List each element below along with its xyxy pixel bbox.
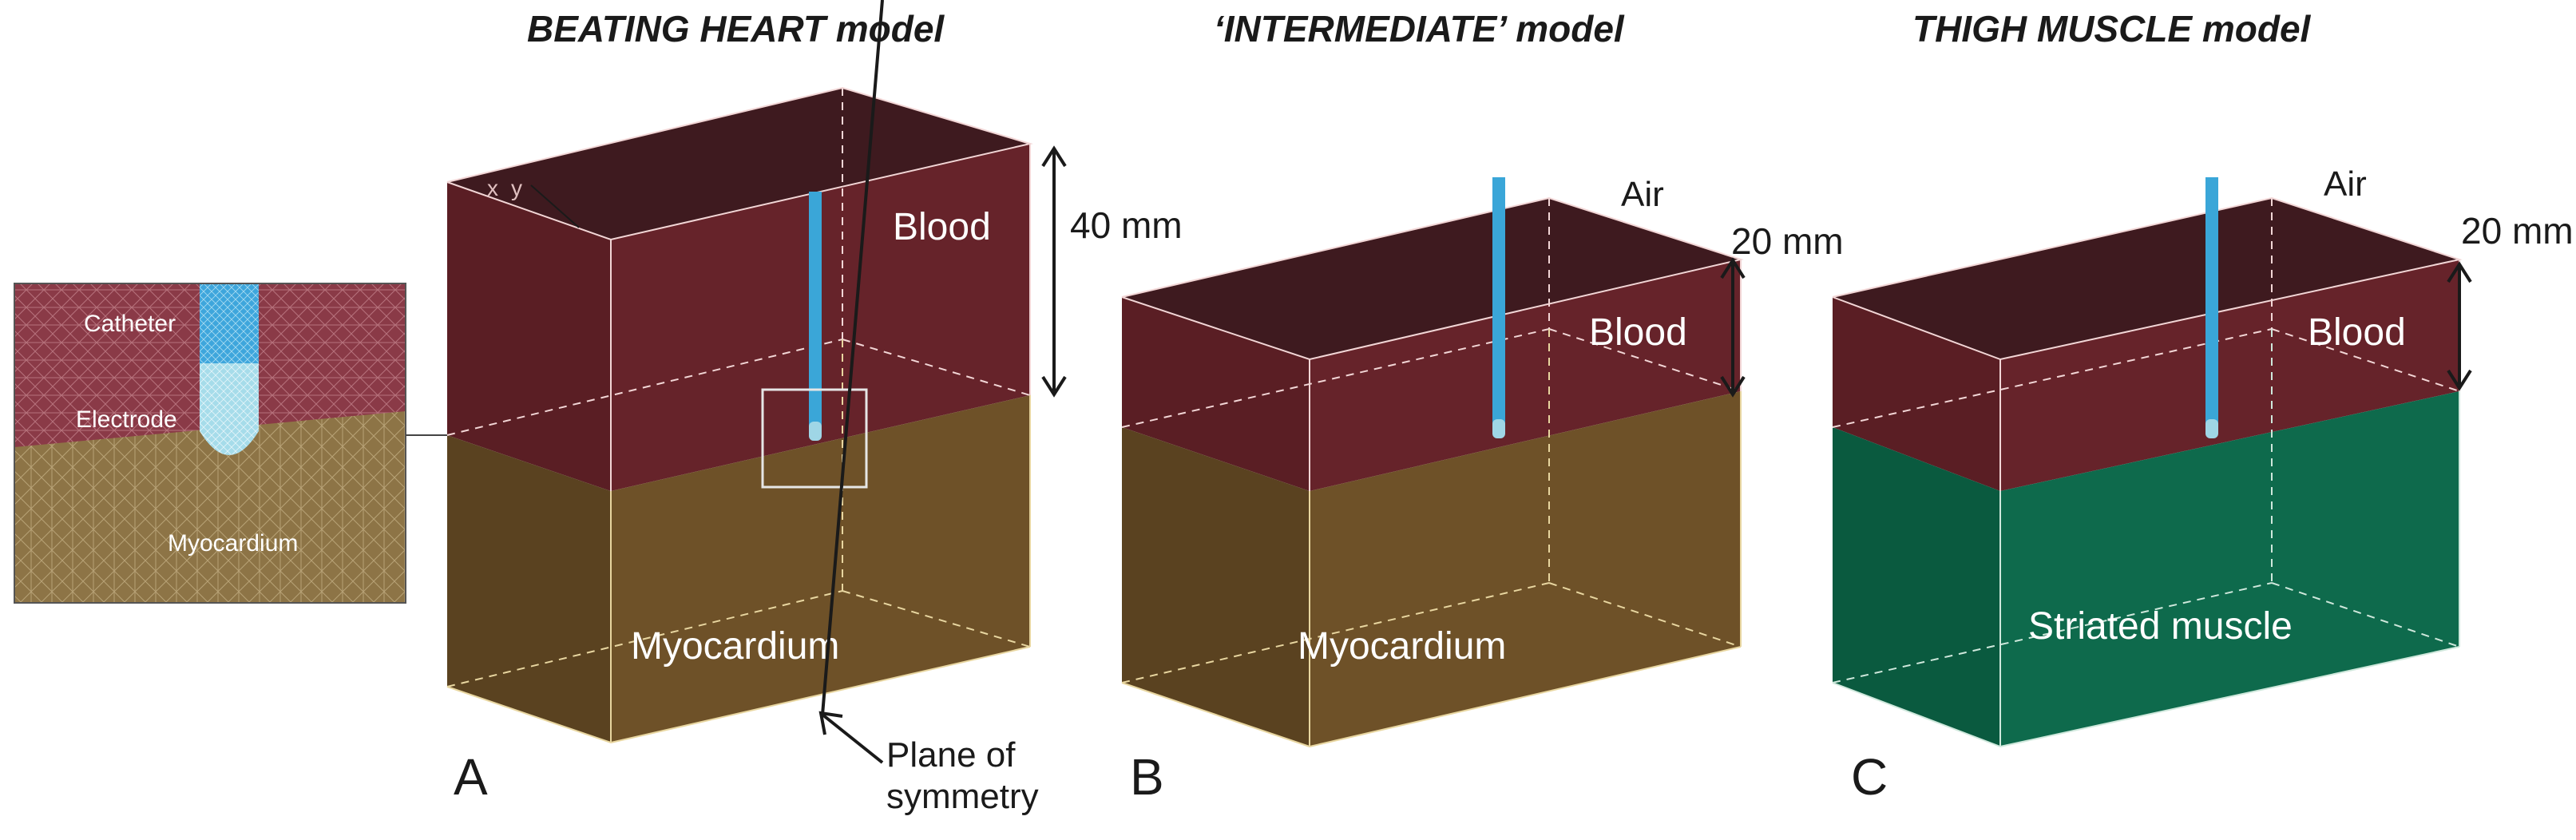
blood-label-b: Blood xyxy=(1589,311,1687,354)
mesh-inset: Catheter Electrode Myocardium xyxy=(14,283,406,604)
axis-x-label: x xyxy=(487,176,498,200)
axis-y-label: y xyxy=(511,176,522,200)
blood-top-face-c xyxy=(1833,198,2459,359)
title-b: ‘INTERMEDIATE’ model xyxy=(1214,8,1625,50)
inset-catheter-label: Catheter xyxy=(84,311,176,337)
panel-label-c: C xyxy=(1851,748,1888,806)
myocardium-front-face xyxy=(611,395,1030,743)
striated-muscle-label-c: Striated muscle xyxy=(2028,605,2293,648)
air-label-b: Air xyxy=(1621,175,1664,214)
blood-side-face xyxy=(447,182,611,491)
title-c: THIGH MUSCLE model xyxy=(1912,8,2312,50)
electrode-c xyxy=(2205,419,2218,438)
blood-label-c: Blood xyxy=(2308,311,2406,354)
dimension-label-a: 40 mm xyxy=(1070,204,1183,246)
plane-of-symmetry-arrow xyxy=(818,0,884,764)
zoom-box xyxy=(761,388,868,489)
dimension-arrow-b xyxy=(1720,257,1746,398)
muscle-front-face-c xyxy=(2000,391,2459,747)
blood-top-face xyxy=(447,88,1030,240)
panel-a-model: x y xyxy=(446,86,1033,743)
electrode-b xyxy=(1492,419,1505,438)
blood-label-a: Blood xyxy=(893,206,991,248)
catheter-c xyxy=(2205,177,2218,425)
myocardium-label-b: Myocardium xyxy=(1298,625,1506,668)
inset-electrode-label: Electrode xyxy=(76,406,177,433)
myocardium-side-face-b xyxy=(1122,427,1310,747)
plane-label-line1: Plane of xyxy=(886,735,1016,775)
panel-b-model xyxy=(1121,177,1744,747)
catheter-a xyxy=(809,192,822,431)
blood-front-face-c xyxy=(2000,260,2459,491)
plane-label-line2: symmetry xyxy=(886,777,1039,816)
air-label-c: Air xyxy=(2324,164,2367,204)
catheter-b xyxy=(1492,177,1505,425)
myocardium-front-face-b xyxy=(1310,391,1741,747)
blood-front-face-b xyxy=(1310,260,1741,491)
inset-myocardium-label: Myocardium xyxy=(168,530,298,557)
panel-label-b: B xyxy=(1130,748,1164,806)
panel-label-a: A xyxy=(454,748,488,806)
myocardium-side-face xyxy=(447,435,611,743)
dimension-arrow-a xyxy=(1041,145,1067,398)
electrode-a xyxy=(809,422,822,441)
dimension-arrow-c xyxy=(2447,261,2472,391)
blood-side-face-c xyxy=(1833,297,2000,491)
blood-side-face-b xyxy=(1122,297,1310,491)
muscle-side-face-c xyxy=(1833,427,2000,747)
panel-c-model xyxy=(1832,177,2463,747)
blood-top-face-b xyxy=(1122,198,1741,359)
dimension-label-b: 20 mm xyxy=(1731,220,1844,262)
dimension-label-c: 20 mm xyxy=(2461,210,2574,252)
title-a: BEATING HEART model xyxy=(527,8,945,50)
myocardium-label-a: Myocardium xyxy=(631,625,839,668)
